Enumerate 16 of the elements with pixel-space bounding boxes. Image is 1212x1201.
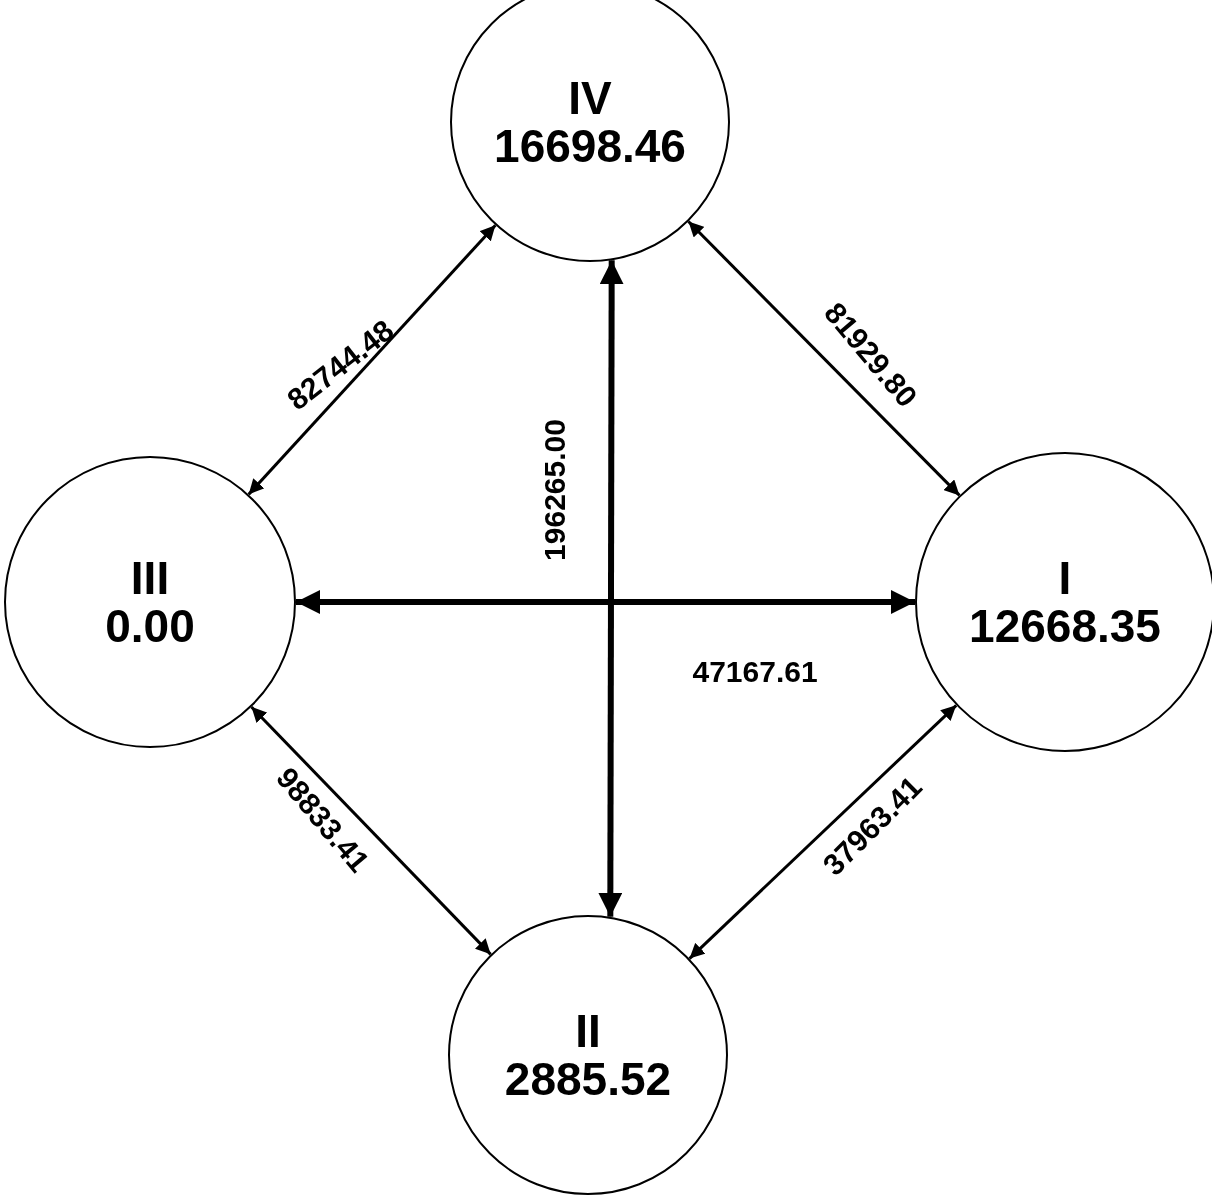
double-arrow <box>247 224 497 496</box>
node-value: 16698.46 <box>494 122 686 171</box>
double-arrow <box>687 220 961 497</box>
node-numeral: I <box>1058 553 1072 602</box>
double-arrow <box>296 590 915 614</box>
double-arrow <box>688 704 958 960</box>
double-arrow <box>598 260 624 917</box>
node-value: 2885.52 <box>504 1055 672 1104</box>
node-value: 12668.35 <box>969 602 1161 651</box>
node-numeral: III <box>130 553 170 602</box>
node-numeral: IV <box>568 73 612 122</box>
node-numeral: II <box>575 1006 601 1055</box>
double-arrow <box>250 705 492 956</box>
node-value: 0.00 <box>105 602 195 651</box>
edge-label: 47167.61 <box>692 655 818 689</box>
edge-label: 196265.00 <box>537 419 572 561</box>
